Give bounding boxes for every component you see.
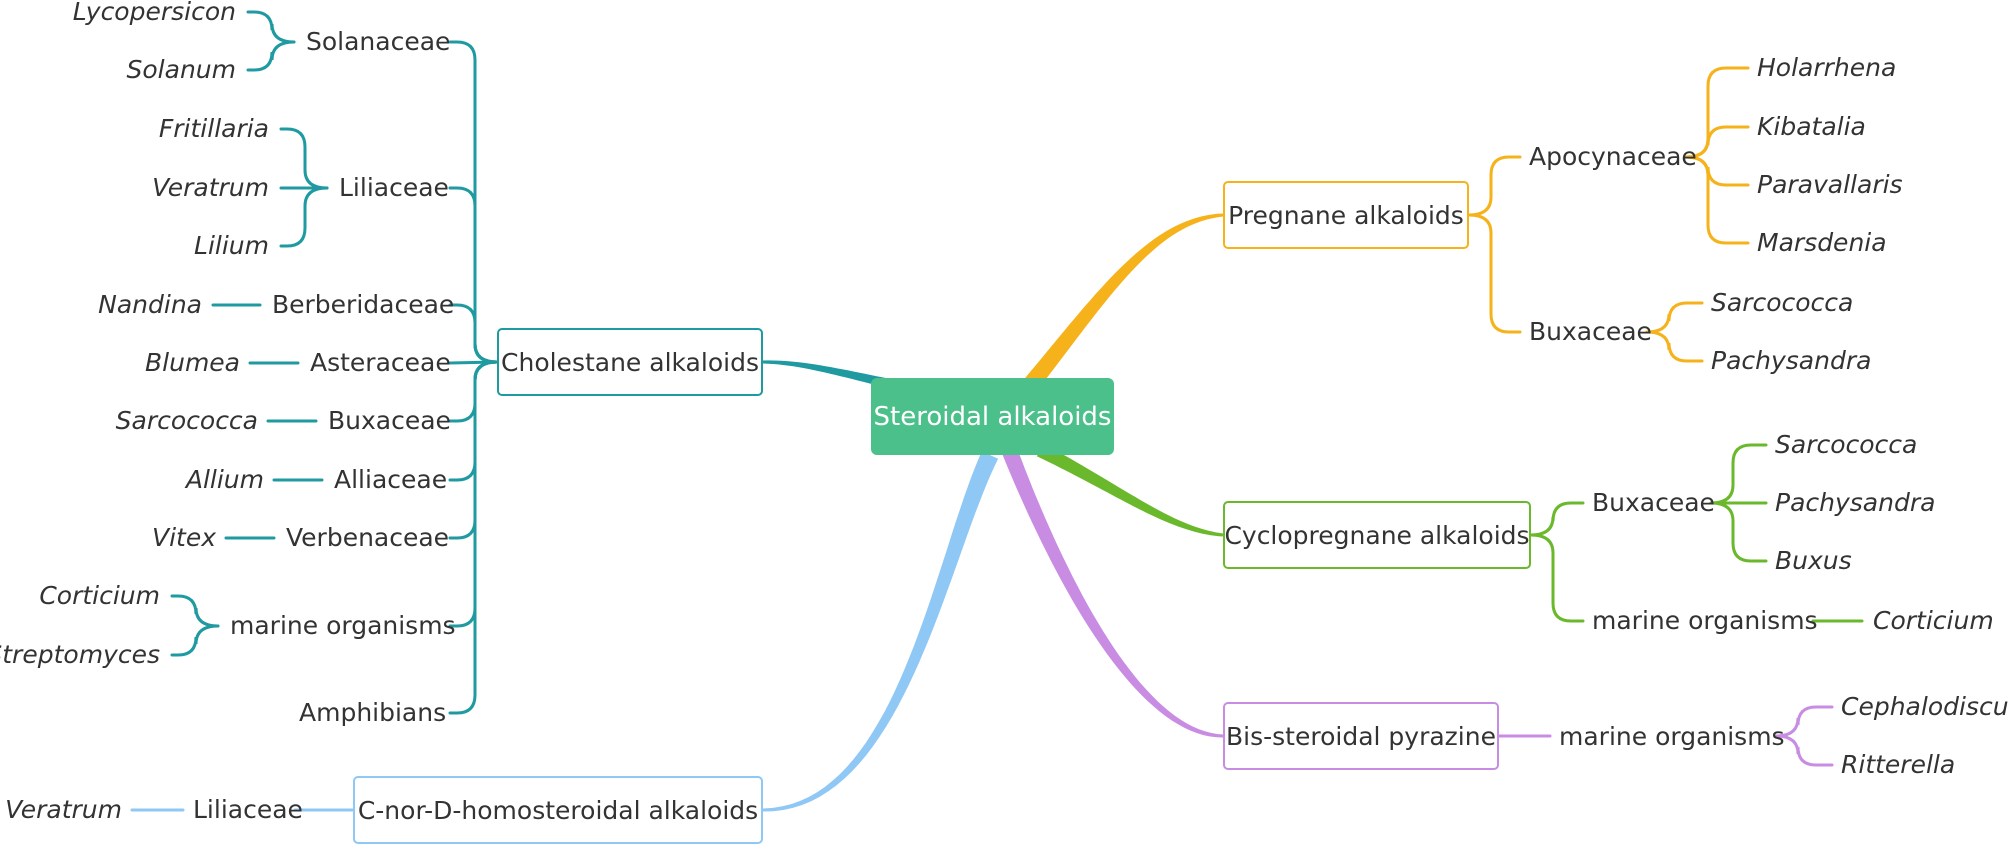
genus-cephalodiscus: Cephalodiscus bbox=[1841, 692, 2008, 721]
node-label: C-nor-D-homosteroidal alkaloids bbox=[357, 795, 759, 825]
bracket-marine-1 bbox=[170, 624, 220, 657]
node-label: Bis-steroidal pyrazine bbox=[1226, 721, 1496, 751]
node-label: Cyclopregnane alkaloids bbox=[1224, 520, 1530, 550]
genus-buxus: Buxus bbox=[1775, 546, 1852, 575]
bracket-pyrazine-marine-1 bbox=[1774, 734, 1834, 767]
family-berberidaceae: Berberidaceae bbox=[272, 290, 455, 319]
bracket-cyclo-buxaceae-0 bbox=[1709, 443, 1768, 505]
node-cyclopregnane-alkaloids[interactable]: Cyclopregnane alkaloids bbox=[1223, 501, 1531, 569]
family-marine-organisms: marine organisms bbox=[1592, 606, 1818, 635]
bracket-pregnane-buxaceae-1 bbox=[1645, 330, 1704, 363]
node-bis-steroidal-pyrazine[interactable]: Bis-steroidal pyrazine bbox=[1223, 702, 1499, 770]
family-buxaceae: Buxaceae bbox=[328, 406, 451, 435]
bracket-pregnane-buxaceae-0 bbox=[1645, 301, 1704, 334]
bracket-cyclo-buxaceae-2 bbox=[1709, 501, 1768, 563]
bracket-apocynaceae-3 bbox=[1684, 155, 1750, 245]
family-apocynaceae: Apocynaceae bbox=[1529, 142, 1697, 171]
genus-veratrum: Veratrum bbox=[152, 173, 269, 202]
bracket-pregnane-0 bbox=[1467, 155, 1522, 217]
genus-corticium: Corticium bbox=[39, 581, 160, 610]
genus-holarrhena: Holarrhena bbox=[1757, 53, 1897, 82]
genus-marsdenia: Marsdenia bbox=[1757, 228, 1887, 257]
genus-lycopersicon: Lycopersicon bbox=[72, 0, 236, 26]
family-verbenaceae: Verbenaceae bbox=[286, 523, 450, 552]
genus-sarcococca: Sarcococca bbox=[1711, 288, 1854, 317]
node-label: Cholestane alkaloids bbox=[501, 347, 759, 377]
bracket-cholestane-8 bbox=[448, 360, 499, 715]
family-solanaceae: Solanaceae bbox=[306, 27, 451, 56]
bracket-cyclopregnane-1 bbox=[1529, 533, 1585, 623]
center-node[interactable]: Steroidal alkaloids bbox=[871, 378, 1114, 455]
genus-streptomyces: Streptomyces bbox=[0, 640, 160, 669]
node-label: Pregnane alkaloids bbox=[1228, 200, 1464, 230]
branch-homosteroidal bbox=[763, 451, 999, 812]
bracket-solanaceae-0 bbox=[246, 10, 296, 44]
genus-allium: Allium bbox=[185, 465, 264, 494]
branch-pyrazine bbox=[1002, 449, 1223, 738]
genus-fritillaria: Fritillaria bbox=[158, 114, 269, 143]
bracket-pyrazine-marine-0 bbox=[1774, 705, 1834, 738]
branch-cyclopregnane bbox=[1036, 443, 1224, 537]
genus-lilium: Lilium bbox=[194, 231, 269, 260]
node-pregnane-alkaloids[interactable]: Pregnane alkaloids bbox=[1223, 181, 1469, 249]
family-asteraceae: Asteraceae bbox=[310, 348, 451, 377]
genus-ritterella: Ritterella bbox=[1841, 750, 1956, 779]
bracket-solanaceae-1 bbox=[246, 40, 296, 72]
genus-vitex: Vitex bbox=[151, 523, 216, 552]
family-liliaceae: Liliaceae bbox=[193, 795, 303, 824]
bracket-cyclopregnane-0 bbox=[1529, 501, 1585, 537]
genus-pachysandra: Pachysandra bbox=[1775, 488, 1936, 517]
bracket-liliaceae-0 bbox=[279, 127, 329, 190]
genus-nandina: Nandina bbox=[98, 290, 202, 319]
family-alliaceae: Alliaceae bbox=[334, 465, 448, 494]
node-c-nor-d-homosteroidal-alkaloids[interactable]: C-nor-D-homosteroidal alkaloids bbox=[353, 776, 763, 844]
family-buxaceae: Buxaceae bbox=[1592, 488, 1715, 517]
genus-paravallaris: Paravallaris bbox=[1757, 170, 1903, 199]
genus-sarcococca: Sarcococca bbox=[1775, 430, 1918, 459]
center-node-label: Steroidal alkaloids bbox=[873, 401, 1112, 432]
genus-pachysandra: Pachysandra bbox=[1711, 346, 1872, 375]
genus-blumea: Blumea bbox=[145, 348, 240, 377]
bracket-liliaceae-2 bbox=[279, 186, 329, 248]
node-cholestane-alkaloids[interactable]: Cholestane alkaloids bbox=[497, 328, 763, 396]
genus-sarcococca: Sarcococca bbox=[115, 406, 258, 435]
genus-veratrum: Veratrum bbox=[5, 795, 122, 824]
family-marine-organisms: marine organisms bbox=[230, 611, 456, 640]
family-buxaceae: Buxaceae bbox=[1529, 317, 1652, 346]
bracket-apocynaceae-1 bbox=[1684, 125, 1750, 159]
genus-solanum: Solanum bbox=[126, 55, 236, 84]
bracket-marine-0 bbox=[170, 594, 220, 628]
family-amphibians: Amphibians bbox=[299, 698, 447, 727]
genus-kibatalia: Kibatalia bbox=[1757, 112, 1866, 141]
bracket-pregnane-1 bbox=[1467, 213, 1522, 334]
genus-corticium: Corticium bbox=[1873, 606, 1994, 635]
family-liliaceae: Liliaceae bbox=[339, 173, 449, 202]
bracket-cholestane-2 bbox=[448, 303, 499, 364]
family-marine-organisms: marine organisms bbox=[1559, 722, 1785, 751]
